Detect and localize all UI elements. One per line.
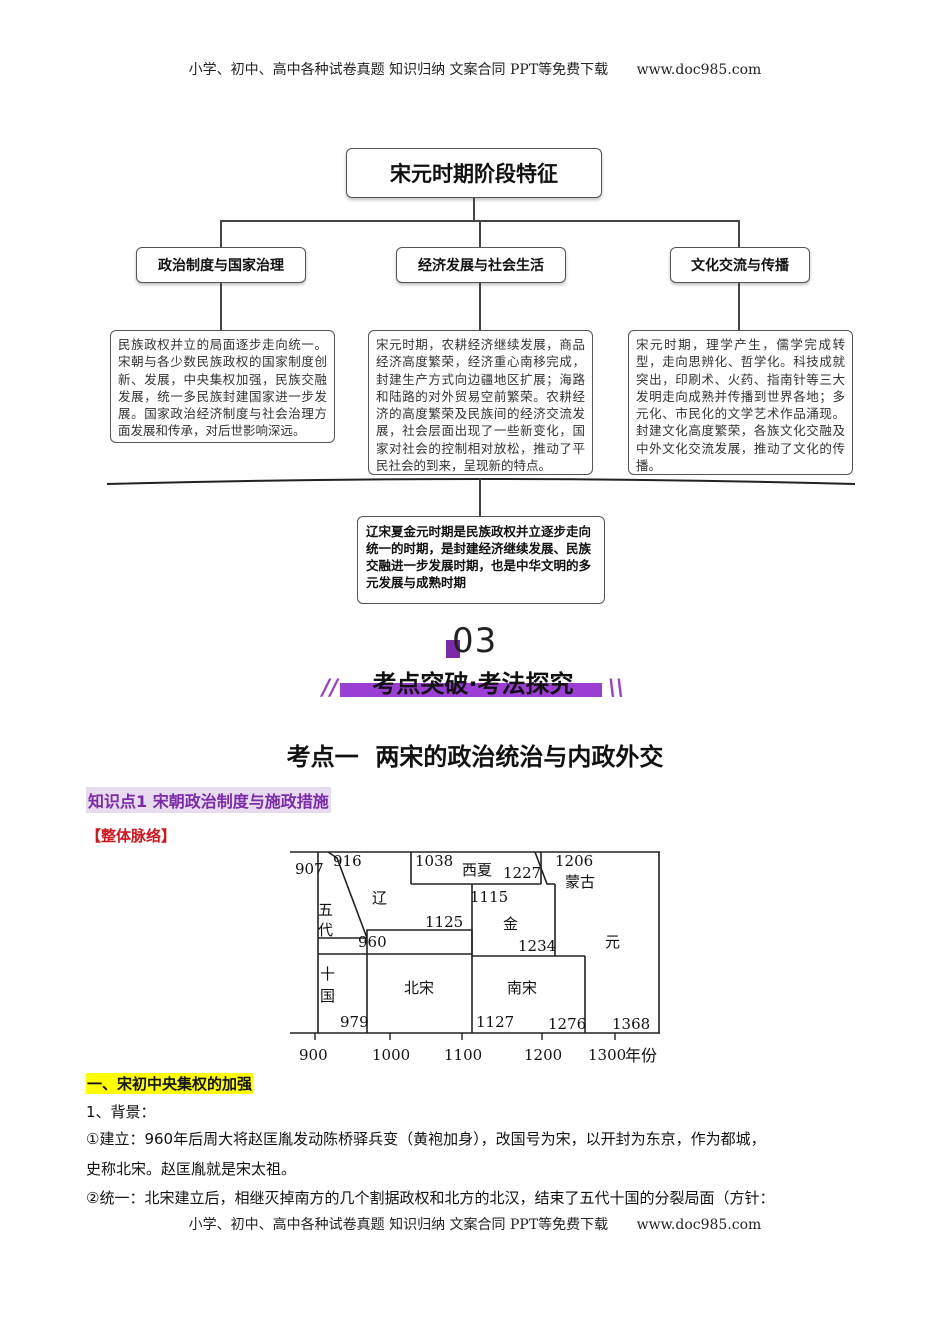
desc-culture: 宋元时期，理学产生，儒学完成转型，走向思辨化、哲学化。科技成就突出，印刷术、火药… <box>628 330 853 475</box>
dynasty-timeline <box>290 851 660 1040</box>
footer-site-link[interactable]: www.doc985.com <box>636 1217 762 1233</box>
regime-nansong: 南宋 <box>507 979 538 997</box>
regime-liao: 辽 <box>372 889 388 907</box>
section-title-underline <box>340 683 602 697</box>
connector-middle-desc <box>479 283 481 330</box>
desc-economy: 宋元时期，农耕经济继续发展，商品经济高度繁荣，经济重心南移完成，封建生产方式向边… <box>368 330 593 475</box>
connector-right <box>738 220 740 247</box>
page-footer: 小学、初中、高中各种试卷真题 知识归纳 文案合同 PPT等免费下载 www.do… <box>0 1214 950 1234</box>
page-header: 小学、初中、高中各种试卷真题 知识归纳 文案合同 PPT等免费下载 www.do… <box>0 59 950 79</box>
axis-tick-1300: 1300 <box>588 1046 627 1064</box>
summary-brace <box>106 478 856 516</box>
axis-tick-1200: 1200 <box>524 1046 563 1064</box>
connector-vertical-main <box>473 198 475 221</box>
year-1227: 1227 <box>503 864 542 882</box>
year-1206: 1206 <box>555 852 594 870</box>
section-number: 03 <box>452 621 498 661</box>
year-1368: 1368 <box>612 1015 651 1033</box>
year-1127: 1127 <box>476 1013 515 1031</box>
connector-left <box>220 220 222 247</box>
regime-jin: 金 <box>503 915 519 933</box>
right-decoration-slashes: \\ <box>608 676 625 701</box>
section-one-heading: 一、宋初中央集权的加强 <box>86 1073 254 1094</box>
desc-politics: 民族政权并立的局面逐步走向统一。宋朝与各少数民族政权的国家制度创新、发展，中央集… <box>110 330 335 443</box>
year-916: 916 <box>333 852 362 870</box>
regime-menggu: 蒙古 <box>565 873 596 891</box>
header-site-link[interactable]: www.doc985.com <box>636 62 762 78</box>
year-1125: 1125 <box>425 913 464 931</box>
topic-title: 考点一 两宋的政治统治与内政外交 <box>286 743 664 771</box>
connector-middle <box>479 220 481 247</box>
year-979: 979 <box>340 1013 369 1031</box>
section-title: 考点突破·考法探究 <box>372 670 574 698</box>
item-unification: ②统一：北宋建立后，相继灭掉南方的几个割据政权和北方的北汉，结束了五代十国的分裂… <box>86 1189 775 1207</box>
axis-tick-1100: 1100 <box>444 1046 483 1064</box>
connector-right-desc <box>738 283 740 330</box>
outline-label: 【整体脉络】 <box>86 827 177 845</box>
knowledge-point-heading: 知识点1 宋朝政治制度与施政措施 <box>86 787 331 813</box>
category-culture: 文化交流与传播 <box>670 247 810 283</box>
footer-text: 小学、初中、高中各种试卷真题 知识归纳 文案合同 PPT等免费下载 <box>188 1217 609 1233</box>
item-founding: ①建立：960年后周大将赵匡胤发动陈桥驿兵变（黄袍加身），改国号为宋，以开封为东… <box>86 1130 766 1148</box>
section-number-accent <box>446 640 460 658</box>
background-label: 1、背景： <box>86 1103 156 1121</box>
year-1115: 1115 <box>470 888 509 906</box>
regime-yuan: 元 <box>605 933 621 951</box>
header-text: 小学、初中、高中各种试卷真题 知识归纳 文案合同 PPT等免费下载 <box>188 62 609 78</box>
summary-box: 辽宋夏金元时期是民族政权并立逐步走向统一的时期，是封建经济继续发展、民族交融进一… <box>357 516 605 604</box>
axis-tick-900: 900 <box>299 1046 328 1064</box>
year-960: 960 <box>358 933 387 951</box>
regime-xixia: 西夏 <box>462 861 493 879</box>
category-economy: 经济发展与社会生活 <box>396 247 566 283</box>
left-decoration-slashes: // <box>322 676 339 701</box>
regime-wudai: 五代 <box>318 901 334 939</box>
axis-unit: 年份 <box>625 1046 658 1065</box>
year-1038: 1038 <box>415 852 454 870</box>
connector-left-desc <box>220 283 222 330</box>
regime-beisong: 北宋 <box>404 979 435 997</box>
item-founding-cont: 史称北宋。赵匡胤就是宋太祖。 <box>86 1160 297 1178</box>
year-907: 907 <box>295 860 324 878</box>
axis-tick-1000: 1000 <box>372 1046 411 1064</box>
mindmap-title: 宋元时期阶段特征 <box>346 148 602 198</box>
category-politics: 政治制度与国家治理 <box>136 247 306 283</box>
year-1234: 1234 <box>518 937 557 955</box>
regime-shiguo: 十国 <box>320 965 336 1005</box>
year-1276: 1276 <box>548 1015 587 1033</box>
